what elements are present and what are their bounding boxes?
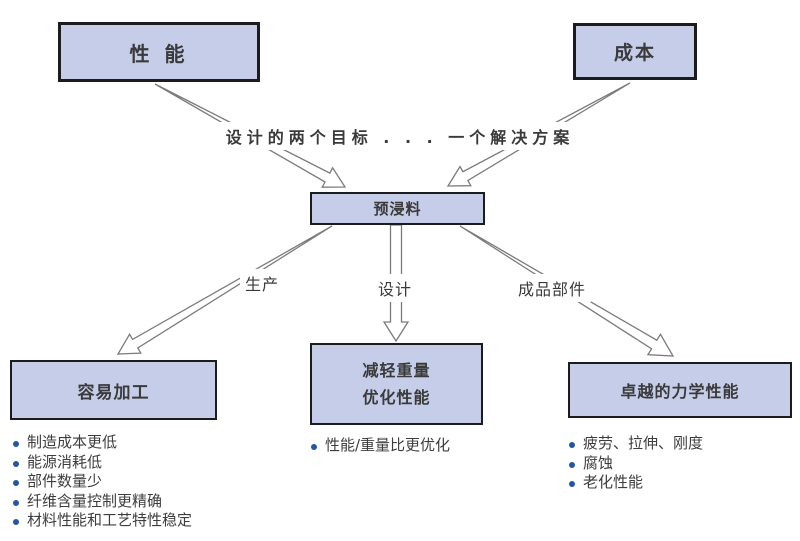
- box-mechanical: 卓越的力学性能: [568, 362, 792, 418]
- branch-label-design: 设计: [373, 274, 418, 302]
- branch-label-finished-parts: 成品部件: [513, 274, 592, 302]
- box-easy-processing-label: 容易加工: [77, 382, 150, 403]
- bullet-item: 腐蚀: [566, 454, 703, 474]
- box-cost: 成本: [573, 23, 697, 80]
- branch-label-production: 生产: [240, 269, 285, 297]
- bullet-list-mechanical: 疲劳、拉伸、刚度腐蚀老化性能: [566, 434, 703, 493]
- bullet-list-easy-processing: 制造成本更低能源消耗低部件数量少纤维含量控制更精确材料性能和工艺特性稳定: [10, 433, 192, 531]
- bullet-item: 疲劳、拉伸、刚度: [566, 434, 703, 454]
- box-prepreg-label: 预浸料: [373, 200, 422, 218]
- bullet-item: 部件数量少: [10, 472, 192, 492]
- box-mechanical-label: 卓越的力学性能: [620, 382, 740, 401]
- bullet-item: 材料性能和工艺特性稳定: [10, 511, 192, 531]
- arrow-prepreg-to-easy-processing: [116, 225, 333, 355]
- bullet-item: 制造成本更低: [10, 433, 192, 453]
- box-weight-performance: 减轻重量 优化性能: [310, 343, 483, 425]
- box-performance-label: 性 能: [129, 41, 189, 66]
- bullet-item: 能源消耗低: [10, 453, 192, 473]
- bullet-item: 性能/重量比更优化: [308, 436, 450, 456]
- box-easy-processing: 容易加工: [10, 360, 217, 420]
- box-weight-performance-line1: 减轻重量: [362, 360, 431, 380]
- bullet-item: 老化性能: [566, 473, 703, 493]
- bullet-item: 纤维含量控制更精确: [10, 492, 192, 512]
- box-prepreg: 预浸料: [310, 192, 485, 225]
- box-performance: 性 能: [58, 22, 260, 82]
- caption-two-goals-one-solution: 设计的两个目标 . . . 一个解决方案: [217, 122, 583, 150]
- bullet-list-weight-performance: 性能/重量比更优化: [308, 436, 450, 456]
- box-cost-label: 成本: [613, 42, 656, 64]
- box-weight-performance-line2: 优化性能: [362, 388, 431, 407]
